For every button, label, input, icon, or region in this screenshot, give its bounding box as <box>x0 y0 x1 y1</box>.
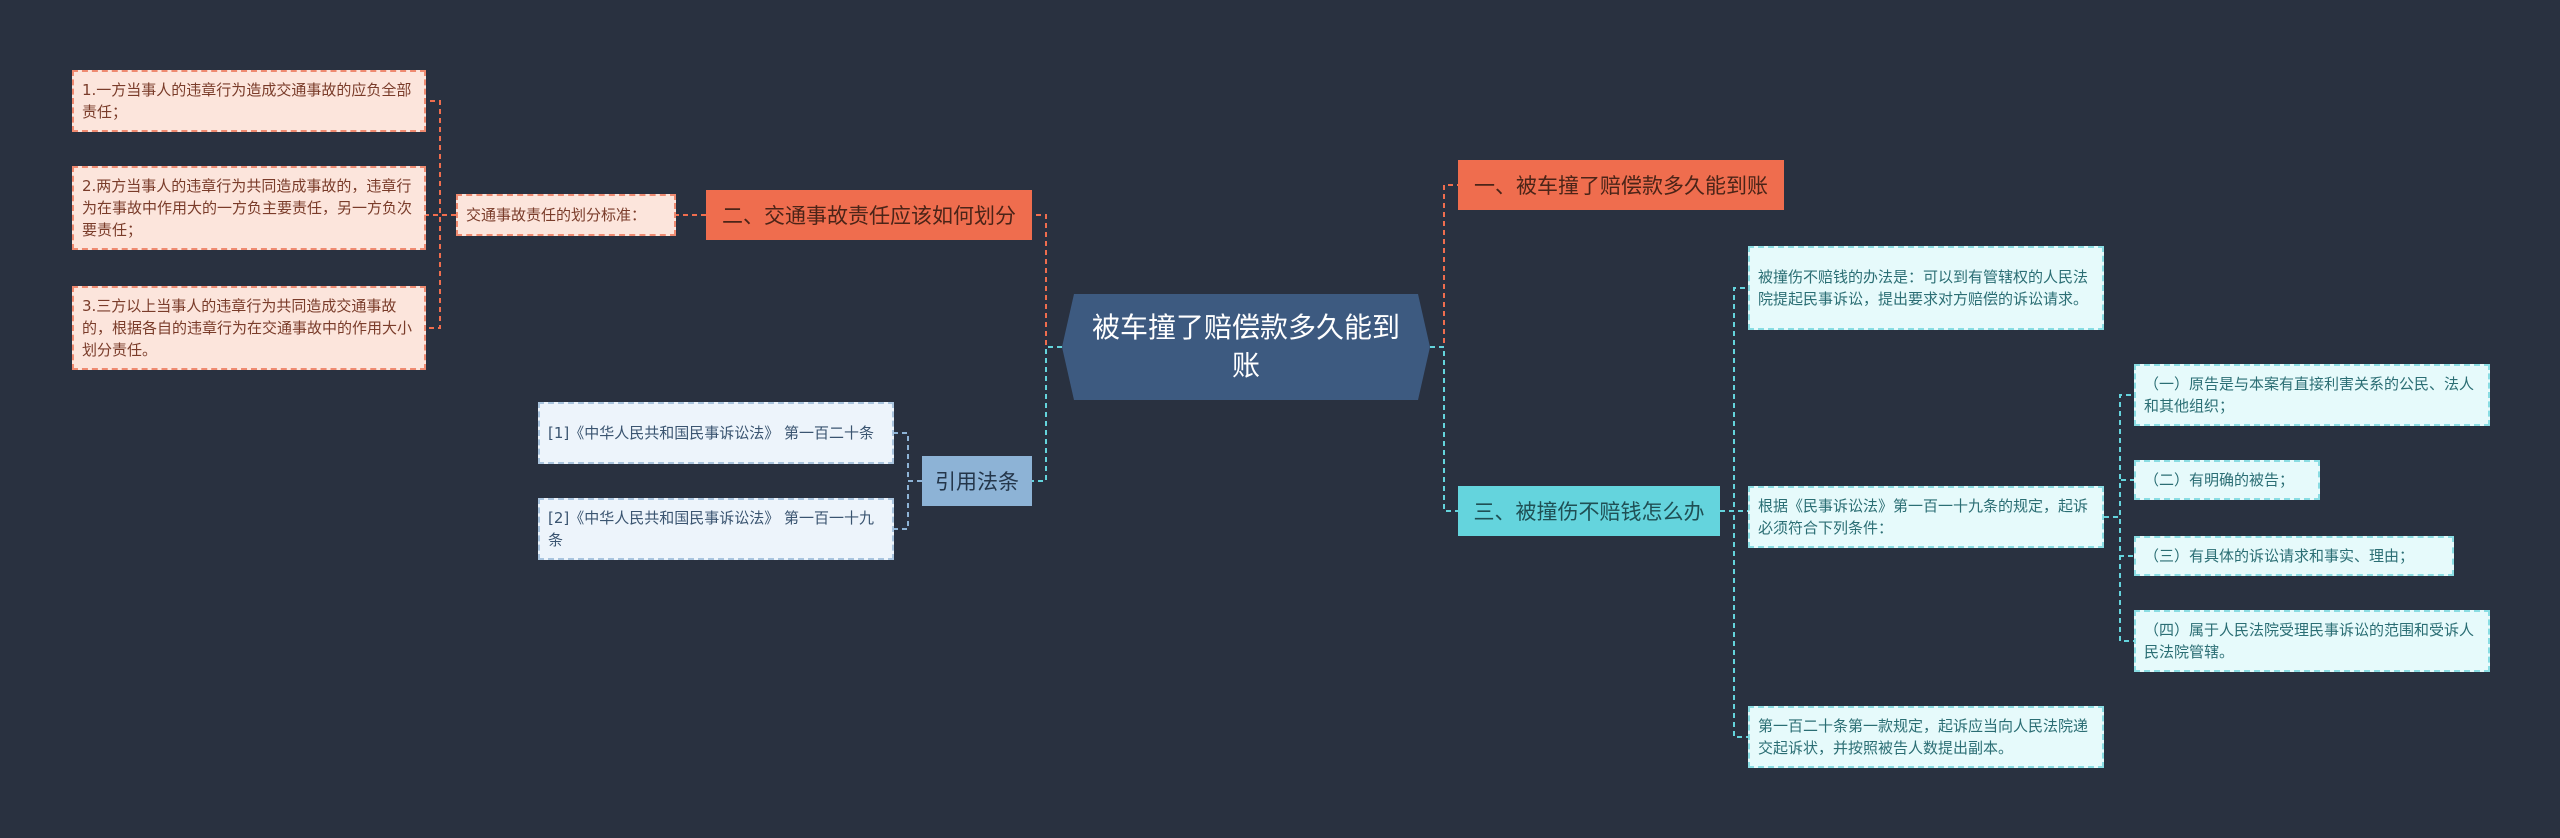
branch-cited-laws[interactable]: 引用法条 <box>922 456 1032 506</box>
link-standard-item-3 <box>426 214 456 329</box>
link-article119-condition-4 <box>2104 516 2134 642</box>
link-center-branch-noComp <box>1430 346 1458 512</box>
condition-1-text: （一）原告是与本案有直接利害关系的公民、法人和其他组织； <box>2144 375 2475 415</box>
branch-cited-laws-label: 引用法条 <box>935 470 1019 494</box>
condition-2-text: （二）有明确的被告； <box>2144 471 2295 489</box>
link-center-branch-laws <box>1032 346 1062 482</box>
article-119[interactable]: 根据《民事诉讼法》第一百一十九条的规定，起诉必须符合下列条件： <box>1748 486 2104 548</box>
branch-arrival-time[interactable]: 一、被车撞了赔偿款多久能到账 <box>1458 160 1784 210</box>
responsibility-item-1[interactable]: 1.一方当事人的违章行为造成交通事故的应负全部责任； <box>72 70 426 132</box>
link-article119-condition-2 <box>2104 479 2134 518</box>
responsibility-standard-label: 交通事故责任的划分标准： <box>466 206 647 224</box>
condition-3[interactable]: （三）有具体的诉讼请求和事实、理由； <box>2134 536 2454 576</box>
branch-no-compensation[interactable]: 三、被撞伤不赔钱怎么办 <box>1458 486 1720 536</box>
link-center-branch-arrival <box>1430 184 1458 348</box>
condition-4[interactable]: （四）属于人民法院受理民事诉讼的范围和受诉人民法院管辖。 <box>2134 610 2490 672</box>
central-topic-label: 被车撞了赔偿款多久能到账 <box>1091 311 1400 382</box>
injured-way[interactable]: 被撞伤不赔钱的办法是：可以到有管辖权的人民法院提起民事诉讼，提出要求对方赔偿的诉… <box>1748 246 2104 330</box>
condition-3-text: （三）有具体的诉讼请求和事实、理由； <box>2144 547 2415 565</box>
link-laws-item-2 <box>894 480 922 530</box>
article-120[interactable]: 第一百二十条第一款规定，起诉应当向人民法院递交起诉状，并按照被告人数提出副本。 <box>1748 706 2104 768</box>
condition-2[interactable]: （二）有明确的被告； <box>2134 460 2320 500</box>
link-standard-item-1 <box>426 100 456 216</box>
central-topic[interactable]: 被车撞了赔偿款多久能到账 <box>1062 294 1430 400</box>
condition-1[interactable]: （一）原告是与本案有直接利害关系的公民、法人和其他组织； <box>2134 364 2490 426</box>
law-item-2-text: [2]《中华人民共和国民事诉讼法》 第一百一十九条 <box>548 509 875 549</box>
article-120-text: 第一百二十条第一款规定，起诉应当向人民法院递交起诉状，并按照被告人数提出副本。 <box>1758 717 2089 757</box>
law-item-2[interactable]: [2]《中华人民共和国民事诉讼法》 第一百一十九条 <box>538 498 894 560</box>
responsibility-item-2[interactable]: 2.两方当事人的违章行为共同造成事故的，违章行为在事故中作用大的一方负主要责任，… <box>72 166 426 250</box>
link-noComp-article120 <box>1720 510 1748 738</box>
link-noComp-way <box>1720 287 1748 512</box>
branch-no-compensation-label: 三、被撞伤不赔钱怎么办 <box>1473 500 1705 524</box>
responsibility-item-1-text: 1.一方当事人的违章行为造成交通事故的应负全部责任； <box>82 81 412 121</box>
link-laws-item-1 <box>894 432 922 482</box>
condition-4-text: （四）属于人民法院受理民事诉讼的范围和受诉人民法院管辖。 <box>2144 621 2475 661</box>
article-119-text: 根据《民事诉讼法》第一百一十九条的规定，起诉必须符合下列条件： <box>1758 497 2089 537</box>
branch-arrival-time-label: 一、被车撞了赔偿款多久能到账 <box>1474 174 1768 198</box>
responsibility-item-3[interactable]: 3.三方以上当事人的违章行为共同造成交通事故的，根据各自的违章行为在交通事故中的… <box>72 286 426 370</box>
law-item-1-text: [1]《中华人民共和国民事诉讼法》 第一百二十条 <box>548 424 875 442</box>
branch-responsibility[interactable]: 二、交通事故责任应该如何划分 <box>706 190 1032 240</box>
law-item-1[interactable]: [1]《中华人民共和国民事诉讼法》 第一百二十条 <box>538 402 894 464</box>
responsibility-standard[interactable]: 交通事故责任的划分标准： <box>456 194 676 236</box>
link-center-branch-responsibility <box>1032 214 1062 348</box>
link-article119-condition-1 <box>2104 394 2134 518</box>
responsibility-item-3-text: 3.三方以上当事人的违章行为共同造成交通事故的，根据各自的违章行为在交通事故中的… <box>82 297 413 359</box>
branch-responsibility-label: 二、交通事故责任应该如何划分 <box>722 204 1016 228</box>
injured-way-text: 被撞伤不赔钱的办法是：可以到有管辖权的人民法院提起民事诉讼，提出要求对方赔偿的诉… <box>1758 268 2089 308</box>
responsibility-item-2-text: 2.两方当事人的违章行为共同造成事故的，违章行为在事故中作用大的一方负主要责任，… <box>82 177 413 239</box>
